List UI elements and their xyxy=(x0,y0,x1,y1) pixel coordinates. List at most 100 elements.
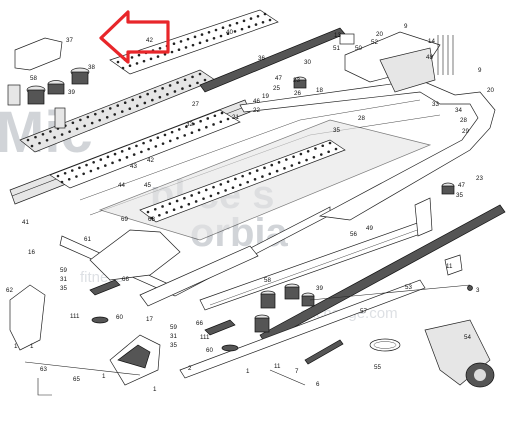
callout-69: 69 xyxy=(121,216,128,223)
callout-57: 57 xyxy=(360,308,367,315)
callout-1: 1 xyxy=(246,368,250,375)
callout-20: 20 xyxy=(376,31,383,38)
callout-1: 1 xyxy=(30,343,34,350)
callout-42: 42 xyxy=(146,37,153,44)
end-cap-37 xyxy=(14,37,63,71)
callout-47: 47 xyxy=(458,182,465,189)
base-rail-65 xyxy=(24,361,141,376)
pad-66a xyxy=(89,279,121,296)
bolt-3 xyxy=(467,285,473,291)
running-boards xyxy=(19,9,506,379)
callout-41: 41 xyxy=(22,219,29,226)
callout-20: 20 xyxy=(487,87,494,94)
callout-28: 28 xyxy=(460,117,467,124)
perforated-board-top xyxy=(109,9,279,75)
callout-63: 63 xyxy=(40,366,47,373)
callout-65: 65 xyxy=(73,376,80,383)
callout-47: 47 xyxy=(275,75,282,82)
damper-38-body xyxy=(71,71,89,85)
pad-66b xyxy=(204,319,236,336)
damper-39-body xyxy=(47,83,65,95)
callout-27: 27 xyxy=(192,101,199,108)
callout-60: 60 xyxy=(206,347,213,354)
callout-3: 3 xyxy=(476,287,480,294)
bracket-11 xyxy=(444,254,463,276)
callout-40: 40 xyxy=(226,29,233,36)
callout-19: 19 xyxy=(262,93,269,100)
callout-38: 38 xyxy=(88,64,95,71)
callout-2: 2 xyxy=(188,365,192,372)
side-guard-lower xyxy=(179,279,426,379)
callout-9: 9 xyxy=(478,67,482,74)
callout-32: 32 xyxy=(186,121,193,128)
callout-1: 1 xyxy=(14,343,18,350)
callout-11: 11 xyxy=(446,263,453,270)
callout-1: 1 xyxy=(153,386,157,393)
roller-39c-body xyxy=(301,295,315,307)
callout-55: 55 xyxy=(374,364,381,371)
callout-23: 23 xyxy=(476,175,483,182)
callout-58: 58 xyxy=(264,277,271,284)
callout-16: 16 xyxy=(28,249,35,256)
callout-59: 59 xyxy=(170,324,177,331)
callout-36: 36 xyxy=(258,55,265,62)
cup-47a-body xyxy=(293,79,307,89)
callout-54: 54 xyxy=(464,334,471,341)
motor-cover-62 xyxy=(9,284,46,351)
callout-23: 23 xyxy=(293,77,300,84)
weight-left-b xyxy=(54,107,66,129)
callout-26: 26 xyxy=(294,90,301,97)
callout-45: 45 xyxy=(144,182,151,189)
callout-14: 14 xyxy=(428,38,435,45)
roller-58b-body xyxy=(260,293,276,309)
callout-28: 28 xyxy=(358,115,365,122)
callout-62: 62 xyxy=(6,287,13,294)
callout-35: 35 xyxy=(170,342,177,349)
callout-34: 34 xyxy=(455,107,462,114)
callout-68: 68 xyxy=(148,216,155,223)
motor-hood-69 xyxy=(89,229,181,281)
callout-56: 56 xyxy=(350,231,357,238)
weight-left-a xyxy=(7,84,21,106)
lower-cover-inset xyxy=(117,344,151,369)
damper-58a-body xyxy=(27,89,45,105)
highlight-arrow xyxy=(99,10,170,64)
bracket-21 xyxy=(414,197,433,237)
callout-66: 66 xyxy=(196,320,203,327)
callout-31: 31 xyxy=(60,276,67,283)
callout-22: 22 xyxy=(253,107,260,114)
callout-35: 35 xyxy=(456,192,463,199)
plate-13 xyxy=(339,33,355,45)
l-bracket-63 xyxy=(37,378,52,396)
callout-49: 49 xyxy=(366,225,373,232)
callout-53: 53 xyxy=(405,284,412,291)
callout-61: 61 xyxy=(84,236,91,243)
foot-60b xyxy=(221,344,239,352)
callout-29: 29 xyxy=(462,128,469,135)
callout-37: 37 xyxy=(66,37,73,44)
callout-52: 52 xyxy=(371,39,378,46)
callout-48: 48 xyxy=(426,54,433,61)
callout-59: 59 xyxy=(60,267,67,274)
foot-60a xyxy=(91,316,109,324)
cable-53 xyxy=(309,284,471,301)
control-box xyxy=(379,47,436,93)
callout-66: 66 xyxy=(122,276,129,283)
callout-33: 33 xyxy=(432,101,439,108)
front-roller xyxy=(139,245,259,307)
callout-58: 58 xyxy=(30,75,37,82)
callout-50: 50 xyxy=(355,45,362,52)
callout-13: 13 xyxy=(334,32,341,39)
callout-42: 42 xyxy=(147,157,154,164)
callout-111: 111 xyxy=(70,313,80,320)
red-arrow-icon xyxy=(99,10,170,64)
belt-55 xyxy=(369,338,401,352)
callout-11: 11 xyxy=(274,363,281,370)
callout-7: 7 xyxy=(295,368,299,375)
right-frame xyxy=(239,79,496,221)
callout-46: 46 xyxy=(253,98,260,105)
callout-39: 39 xyxy=(68,89,75,96)
callout-111: 111 xyxy=(200,334,210,341)
